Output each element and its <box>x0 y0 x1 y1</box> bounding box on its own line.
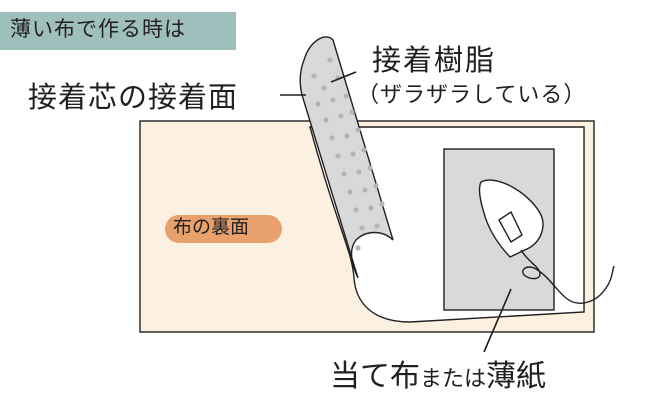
resin-dots <box>311 57 385 251</box>
label-press-cloth-part2: または <box>420 367 487 392</box>
label-press-cloth-part1: 当て布 <box>330 359 420 394</box>
label-adhesive-resin: 接着樹脂 <box>372 43 497 77</box>
iron-icon <box>478 179 544 258</box>
label-interfacing-adhesive-side: 接着芯の接着面 <box>28 80 239 114</box>
leader-press-cloth <box>483 288 512 353</box>
leader-resin <box>330 71 357 83</box>
label-fabric-back: 布の裏面 <box>173 216 250 238</box>
fabric-back-badge <box>165 215 282 243</box>
page-title: 薄い布で作る時は <box>10 17 186 41</box>
iron-cord <box>520 249 615 304</box>
title-badge <box>0 12 236 50</box>
label-press-cloth: 当て布または薄紙 <box>330 362 546 392</box>
label-adhesive-resin-note: （ザラザラしている） <box>357 83 587 108</box>
label-press-cloth-part3: 薄紙 <box>486 359 547 394</box>
interfacing-flap <box>299 36 394 279</box>
